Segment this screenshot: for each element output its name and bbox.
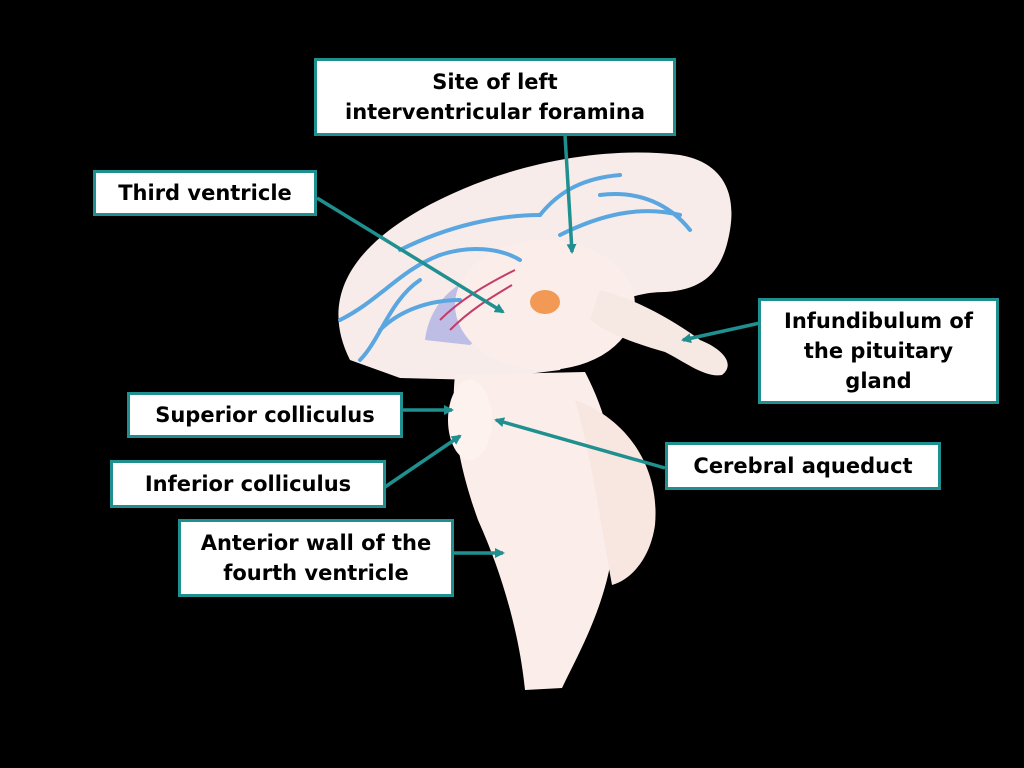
label-line: Cerebral aqueduct	[693, 454, 913, 478]
label-line: Third ventricle	[118, 181, 292, 205]
label-superior-colliculus: Superior colliculus	[127, 392, 403, 438]
pointer-arrows	[316, 134, 761, 558]
label-line: Infundibulum of	[784, 309, 973, 333]
label-third-ventricle: Third ventricle	[93, 170, 317, 216]
label-fourth-ventricle: Anterior wall of the fourth ventricle	[178, 519, 454, 597]
label-line: Anterior wall of the	[200, 531, 432, 555]
brainstem	[453, 372, 617, 690]
arrow-third-ventricle	[316, 196, 505, 314]
colliculi	[448, 380, 492, 460]
blood-vessels	[338, 173, 692, 362]
arrow-cerebral-aqueduct	[494, 417, 666, 470]
label-line: gland	[845, 369, 912, 393]
label-line: fourth ventricle	[223, 561, 409, 585]
label-inferior-colliculus: Inferior colliculus	[110, 460, 386, 508]
label-line: Site of left	[432, 70, 558, 94]
interthalamic-adhesion	[530, 290, 560, 314]
label-interventricular-foramina: Site of left interventricular foramina	[314, 58, 676, 136]
label-line: interventricular foramina	[345, 100, 645, 124]
label-line: Inferior colliculus	[144, 472, 352, 496]
infundibulum-shape	[590, 290, 728, 376]
arrow-foramina	[563, 134, 577, 254]
label-infundibulum: Infundibulum of the pituitary gland	[758, 298, 999, 404]
arrow-inferior-colliculus	[384, 434, 462, 489]
label-line: Superior colliculus	[155, 403, 375, 427]
label-line: the pituitary	[803, 339, 954, 363]
arrow-infundibulum	[681, 321, 761, 344]
pons	[575, 400, 656, 585]
label-cerebral-aqueduct: Cerebral aqueduct	[665, 442, 941, 490]
brain-model	[338, 152, 732, 690]
